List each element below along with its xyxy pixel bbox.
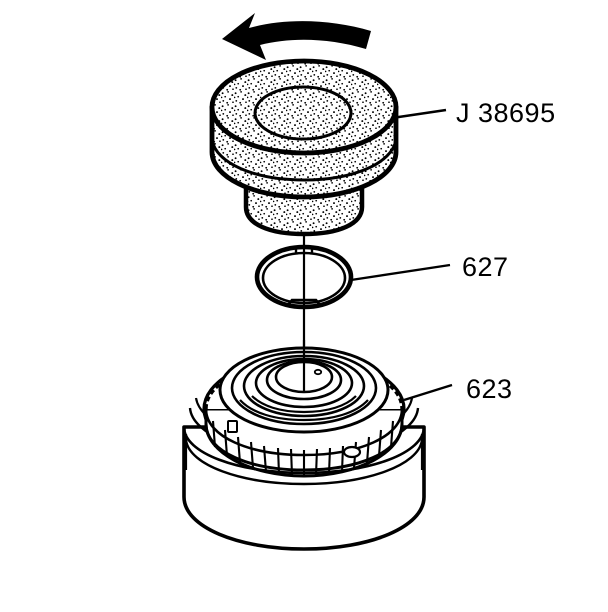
- callout-snap-ring-leader: [350, 263, 451, 282]
- tool-recess-ring: [253, 85, 353, 141]
- spline-band-hole: [342, 445, 362, 459]
- callout-clutch-drum: 623: [403, 374, 513, 404]
- snap-ring-gap-top: [294, 248, 314, 253]
- hub-pin-hole: [313, 368, 323, 376]
- drum-band-2: [184, 439, 424, 486]
- hub-shade-arc-1: [251, 395, 357, 414]
- callout-tool-label: J 38695: [456, 98, 556, 128]
- hub-shade-arc-2: [239, 399, 369, 422]
- spline-band-upper-edge: [204, 408, 404, 457]
- tool-flange-mid-seam: [210, 139, 398, 182]
- callout-clutch-drum-label: 623: [466, 374, 513, 404]
- installer-tool: [209, 58, 399, 237]
- spline-band-lower-edge: [204, 423, 404, 478]
- rotation-arrow-icon: [222, 13, 371, 60]
- clutch-drum: [182, 340, 426, 551]
- snap-ring: [254, 244, 354, 310]
- callout-tool: J 38695: [391, 98, 556, 128]
- rotation-arrow-group: [222, 13, 371, 60]
- spline-band-slot: [227, 420, 238, 433]
- callout-snap-ring-label: 627: [462, 252, 509, 282]
- spline-teeth: [211, 420, 395, 476]
- callout-clutch-drum-leader: [403, 383, 453, 402]
- callout-snap-ring: 627: [350, 252, 509, 282]
- callout-tool-leader: [391, 108, 447, 120]
